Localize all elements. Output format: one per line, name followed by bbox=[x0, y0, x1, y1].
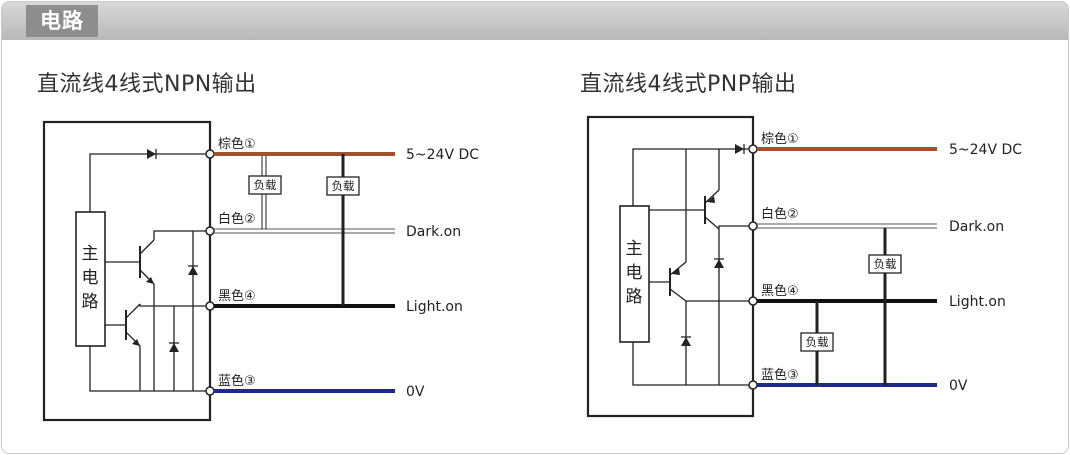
pnp-load-2 bbox=[800, 301, 834, 385]
pnp-protect-diode-1-icon bbox=[681, 336, 691, 346]
npn-label-blue: 蓝色③ bbox=[218, 373, 256, 389]
pnp-main-char-3: 路 bbox=[626, 287, 643, 307]
npn-signal-labels: 5~24V DC Dark.on Light.on 0V bbox=[406, 147, 479, 400]
pnp-main-circuit-box bbox=[619, 205, 650, 343]
section-header: 电路 bbox=[2, 2, 1068, 40]
npn-load-2 bbox=[326, 154, 360, 306]
npn-load-1 bbox=[248, 156, 282, 229]
npn-signal-brown: 5~24V DC bbox=[406, 147, 479, 163]
npn-load-1-label: 负载 bbox=[254, 178, 277, 192]
pnp-wire-labels: 棕色① 白色② 黑色④ 蓝色③ bbox=[761, 131, 799, 383]
pnp-protect-diode-2-icon bbox=[714, 258, 724, 268]
npn-supply-diode-icon bbox=[147, 149, 157, 159]
pnp-load-1 bbox=[868, 228, 902, 385]
npn-transistor-2-icon bbox=[132, 339, 140, 346]
pnp-signal-black: Light.on bbox=[949, 294, 1006, 310]
npn-wire-labels: 棕色① 白色② 黑色④ 蓝色③ bbox=[218, 136, 256, 389]
pnp-load-2-label: 负载 bbox=[806, 335, 829, 349]
npn-signal-white: Dark.on bbox=[406, 224, 461, 240]
pnp-sensor-housing bbox=[586, 115, 755, 418]
npn-protect-diode-1-icon bbox=[169, 342, 179, 352]
section-title: 电路 bbox=[26, 5, 98, 37]
pnp-diagram-title: 直流线4线式PNP输出 bbox=[580, 72, 797, 97]
pnp-label-brown: 棕色① bbox=[761, 131, 799, 147]
pnp-label-white: 白色② bbox=[761, 206, 799, 222]
npn-signal-black: Light.on bbox=[406, 299, 463, 315]
pnp-transistor-1-icon bbox=[707, 196, 715, 203]
npn-signal-blue: 0V bbox=[406, 384, 425, 400]
npn-label-black: 黑色④ bbox=[218, 288, 256, 304]
pnp-ground-line bbox=[632, 342, 753, 386]
pnp-transistor-2-icon bbox=[672, 268, 680, 275]
npn-label-brown: 棕色① bbox=[218, 136, 256, 152]
npn-main-char-2: 电 bbox=[82, 268, 99, 288]
pnp-main-char-1: 主 bbox=[626, 239, 643, 259]
npn-label-white: 白色② bbox=[218, 211, 256, 227]
npn-main-char-1: 主 bbox=[82, 244, 99, 264]
npn-load-labels: 负载 负载 bbox=[254, 178, 355, 193]
npn-wire-white bbox=[214, 228, 395, 234]
npn-main-circuit-text: 主 电 路 bbox=[82, 244, 99, 312]
pnp-main-char-2: 电 bbox=[626, 263, 643, 283]
npn-protect-diode-2-icon bbox=[188, 265, 198, 275]
pnp-wire-white bbox=[757, 223, 937, 229]
npn-transistor-1-icon bbox=[146, 277, 154, 284]
pnp-label-black: 黑色④ bbox=[761, 283, 799, 299]
npn-supply-line bbox=[89, 153, 210, 212]
npn-load-2-label: 负载 bbox=[332, 179, 355, 193]
pnp-signal-labels: 5~24V DC Dark.on Light.on 0V bbox=[949, 142, 1022, 394]
pnp-load-labels: 负载 负载 bbox=[806, 257, 897, 349]
pnp-main-circuit-text: 主 电 路 bbox=[626, 239, 643, 307]
pnp-supply-line bbox=[632, 148, 753, 206]
pnp-signal-brown: 5~24V DC bbox=[949, 142, 1022, 158]
pnp-label-blue: 蓝色③ bbox=[761, 367, 799, 383]
pnp-load-1-label: 负载 bbox=[874, 257, 897, 271]
npn-diagram-title: 直流线4线式NPN输出 bbox=[37, 72, 257, 97]
npn-ground-line bbox=[89, 346, 210, 392]
npn-diagram bbox=[42, 120, 395, 422]
npn-sensor-housing bbox=[42, 120, 212, 422]
pnp-diagram bbox=[586, 115, 937, 418]
pnp-supply-diode-icon bbox=[735, 144, 745, 154]
npn-main-char-3: 路 bbox=[82, 292, 99, 312]
pnp-signal-white: Dark.on bbox=[949, 219, 1004, 235]
pnp-signal-blue: 0V bbox=[949, 378, 968, 394]
